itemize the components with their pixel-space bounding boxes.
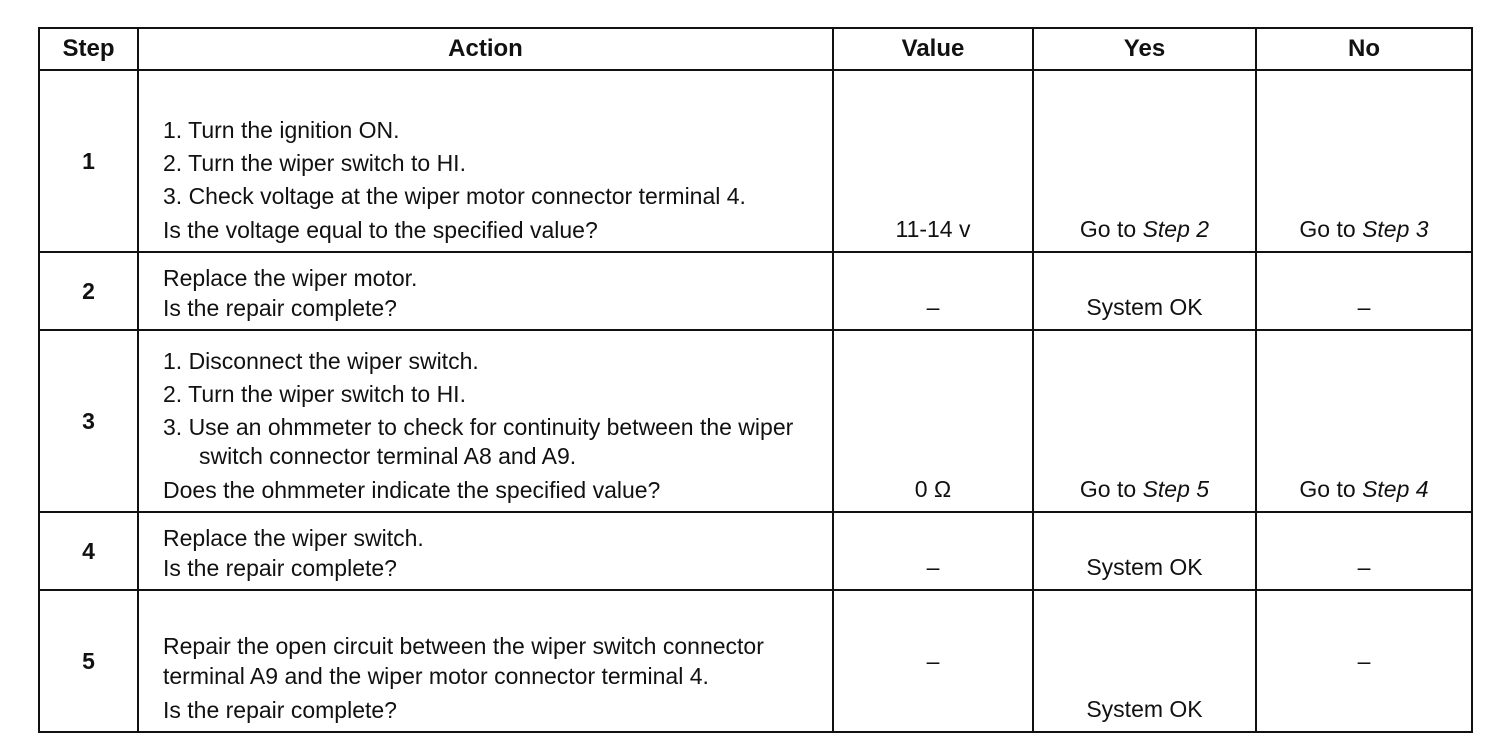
value-cell: – [832,511,1034,591]
table-row: 5 Repair the open circuit between the wi… [38,589,1473,733]
header-step: Step [38,27,139,71]
action-line: Repair the open circuit between the wipe… [163,633,764,689]
no-prefix: Go to [1299,476,1363,502]
action-cell: 1. Disconnect the wiper switch. 2. Turn … [137,329,834,513]
table-row: 2 Replace the wiper motor. Is the repair… [38,251,1473,331]
no-step-ref: Step 4 [1362,476,1429,502]
action-line: Replace the wiper switch. [163,525,424,551]
value-cell: – [832,589,1034,733]
step-number: 2 [38,251,139,331]
action-question: Is the voltage equal to the specified va… [163,217,598,243]
action-line: 3. Use an ohmmeter to check for continui… [163,414,794,469]
header-action: Action [137,27,834,71]
table-row: 3 1. Disconnect the wiper switch. 2. Tur… [38,329,1473,513]
no-cell: Go to Step 4 [1255,329,1473,513]
table-row: 4 Replace the wiper switch. Is the repai… [38,511,1473,591]
header-no: No [1255,27,1473,71]
action-question: Is the repair complete? [163,697,397,723]
action-cell: 1. Turn the ignition ON. 2. Turn the wip… [137,69,834,253]
yes-prefix: Go to [1079,216,1143,242]
no-cell: – [1255,251,1473,331]
no-cell: – [1255,511,1473,591]
action-cell: Replace the wiper switch. Is the repair … [137,511,834,591]
action-question: Is the repair complete? [163,295,397,321]
yes-prefix: Go to [1079,476,1143,502]
step-number: 1 [38,69,139,253]
header-row: Step Action Value Yes No [38,27,1473,71]
header-value: Value [832,27,1034,71]
value-cell: – [832,251,1034,331]
table-row: 1 1. Turn the ignition ON. 2. Turn the w… [38,69,1473,253]
action-line: 2. Turn the wiper switch to HI. [163,381,466,407]
action-cell: Repair the open circuit between the wipe… [137,589,834,733]
action-question: Is the repair complete? [163,555,397,581]
diagnostic-table: Step Action Value Yes No 1 1. Turn the i… [38,27,1473,733]
yes-cell: System OK [1032,589,1257,733]
action-line: 1. Turn the ignition ON. [163,117,400,143]
yes-cell: System OK [1032,511,1257,591]
no-cell: – [1255,589,1473,733]
action-line: 1. Disconnect the wiper switch. [163,348,479,374]
yes-cell: Go to Step 5 [1032,329,1257,513]
yes-cell: Go to Step 2 [1032,69,1257,253]
yes-cell: System OK [1032,251,1257,331]
value-cell: 0 Ω [832,329,1034,513]
no-prefix: Go to [1299,216,1363,242]
no-cell: Go to Step 3 [1255,69,1473,253]
action-line: 2. Turn the wiper switch to HI. [163,150,466,176]
no-step-ref: Step 3 [1362,216,1429,242]
yes-step-ref: Step 2 [1142,216,1210,242]
step-number: 4 [38,511,139,591]
action-cell: Replace the wiper motor. Is the repair c… [137,251,834,331]
action-question: Does the ohmmeter indicate the specified… [163,477,661,503]
value-cell: 11-14 v [832,69,1034,253]
header-yes: Yes [1032,27,1257,71]
action-line: Replace the wiper motor. [163,265,418,291]
step-number: 3 [38,329,139,513]
step-number: 5 [38,589,139,733]
yes-step-ref: Step 5 [1142,476,1210,502]
action-line: 3. Check voltage at the wiper motor conn… [163,183,746,209]
